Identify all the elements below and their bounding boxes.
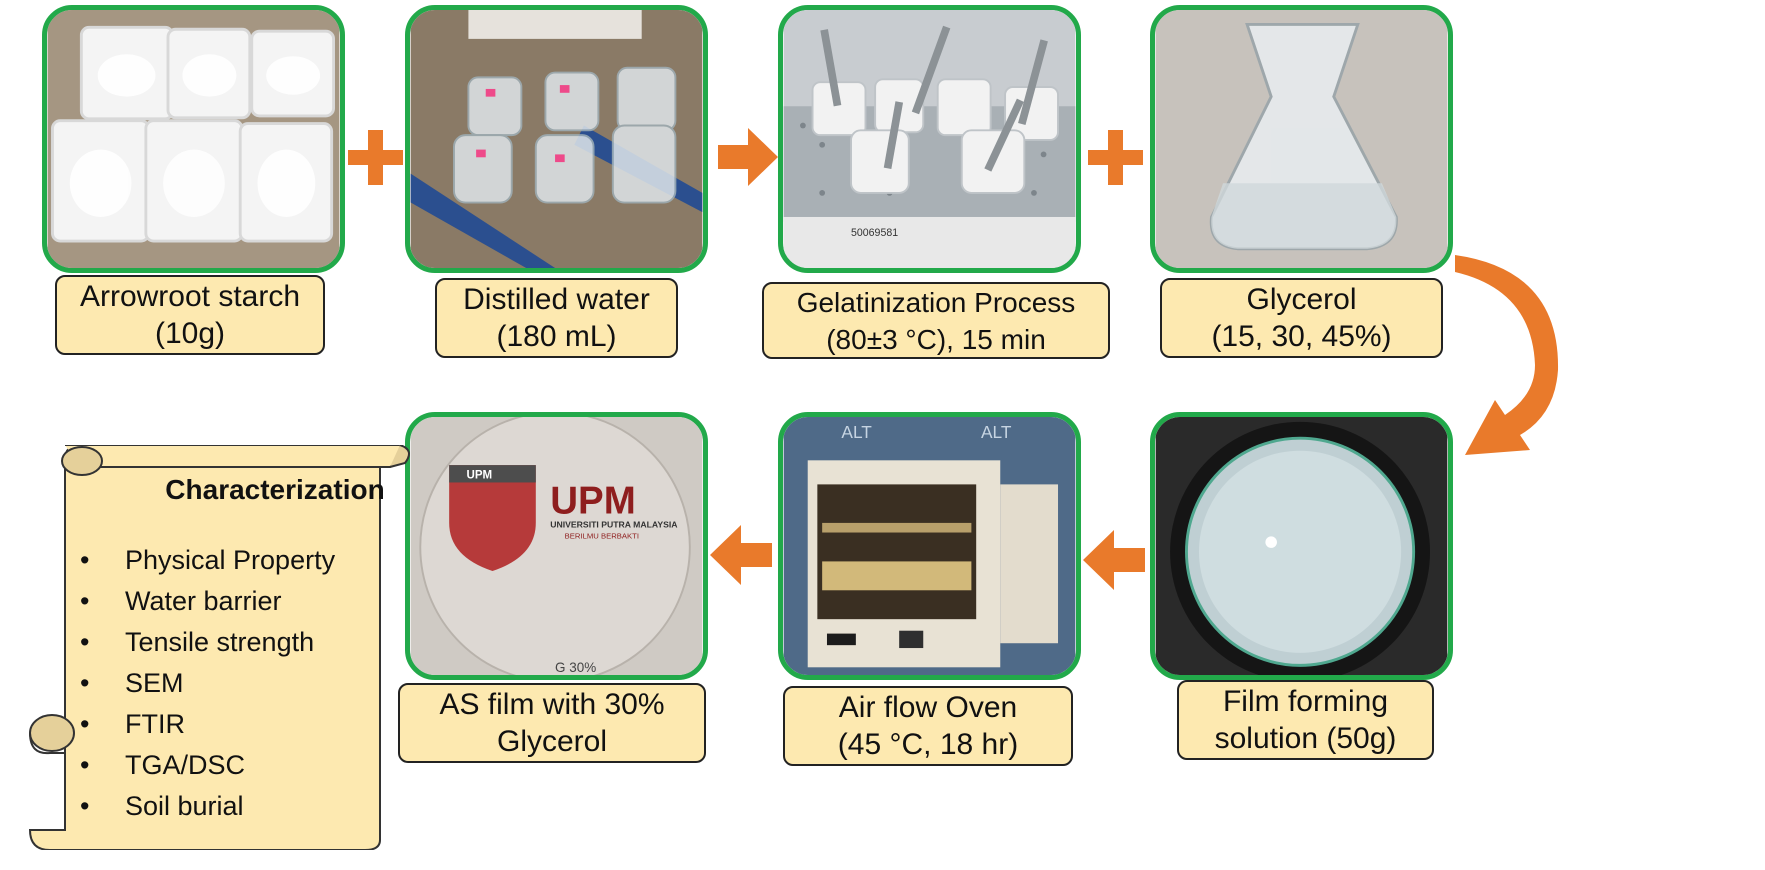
- upm-small-text: UPM: [466, 470, 492, 482]
- arrow-left-icon-1: [1083, 530, 1145, 590]
- label-glycerol: Glycerol (15, 30, 45%): [1160, 278, 1443, 358]
- char-item-sem: SEM: [80, 663, 335, 704]
- curved-arrow-icon: [1455, 255, 1559, 455]
- starch-line1: Arrowroot starch: [79, 280, 301, 313]
- photo-gelatinization: 50069581: [778, 5, 1081, 273]
- oven-brand-text-1: ALT: [981, 422, 1012, 442]
- upm-motto-text: BERILMU BERBAKTI: [565, 531, 639, 540]
- starch-trays-image: [47, 10, 340, 268]
- water-beakers-image: [410, 10, 703, 268]
- arrow-left-icon-2: [710, 525, 772, 585]
- char-item-physical-property: Physical Property: [80, 540, 335, 581]
- upm-big-text: UPM: [550, 479, 636, 522]
- water-line1: Distilled water: [463, 283, 650, 316]
- as-film-line2: Glycerol: [496, 725, 608, 758]
- arrow-right-icon-1: [718, 128, 778, 186]
- starch-line2: (10g): [154, 317, 226, 350]
- photo-air-flow-oven: ALT ALT: [778, 412, 1081, 680]
- char-item-tensile-strength: Tensile strength: [80, 622, 335, 663]
- label-air-flow-oven: Air flow Oven (45 °C, 18 hr): [783, 686, 1073, 766]
- gel-line2: (80±3 °C), 15 min: [826, 323, 1046, 355]
- glycerol-flask-image: [1155, 10, 1448, 268]
- char-item-tga-dsc: TGA/DSC: [80, 745, 335, 786]
- plus-icon-2: [1088, 130, 1143, 185]
- oven-line1: Air flow Oven: [838, 691, 1018, 724]
- photo-arrowroot-starch: [42, 5, 345, 273]
- glycerol-line2: (15, 30, 45%): [1211, 320, 1392, 353]
- glycerol-line1: Glycerol: [1246, 283, 1357, 316]
- label-distilled-water: Distilled water (180 mL): [435, 278, 678, 358]
- gel-line1: Gelatinization Process: [796, 286, 1076, 318]
- upm-university-text: UNIVERSITI PUTRA MALAYSIA: [550, 520, 678, 530]
- petri-dish-image: [1155, 417, 1448, 675]
- as-film-line1: AS film with 30%: [439, 688, 665, 721]
- characterization-list: Physical Property Water barrier Tensile …: [80, 540, 335, 827]
- water-bath-image: 50069581: [783, 10, 1076, 268]
- char-item-soil-burial: Soil burial: [80, 786, 335, 827]
- char-item-water-barrier: Water barrier: [80, 581, 335, 622]
- beaker-code-text: 50069581: [851, 227, 898, 239]
- water-line2: (180 mL): [496, 320, 617, 353]
- oven-brand-text-2: ALT: [841, 422, 872, 442]
- oven-line2: (45 °C, 18 hr): [837, 728, 1019, 761]
- label-gelatinization: Gelatinization Process (80±3 °C), 15 min: [762, 282, 1110, 359]
- label-arrowroot-starch: Arrowroot starch (10g): [55, 275, 325, 355]
- photo-distilled-water: [405, 5, 708, 273]
- film-solution-line1: Film forming: [1222, 685, 1388, 718]
- film-note-text: G 30%: [555, 660, 596, 675]
- photo-glycerol: [1150, 5, 1453, 273]
- label-as-film: AS film with 30% Glycerol: [398, 683, 706, 763]
- as-film-image: UPM UPM UNIVERSITI PUTRA MALAYSIA BERILM…: [410, 417, 703, 675]
- plus-icon-1: [348, 130, 403, 185]
- oven-image: ALT ALT: [783, 417, 1076, 675]
- label-film-forming-solution: Film forming solution (50g): [1177, 680, 1434, 760]
- char-item-ftir: FTIR: [80, 704, 335, 745]
- film-solution-line2: solution (50g): [1214, 722, 1397, 755]
- photo-film-forming-solution: [1150, 412, 1453, 680]
- characterization-title: Characterization: [165, 474, 385, 505]
- photo-as-film: UPM UPM UNIVERSITI PUTRA MALAYSIA BERILM…: [405, 412, 708, 680]
